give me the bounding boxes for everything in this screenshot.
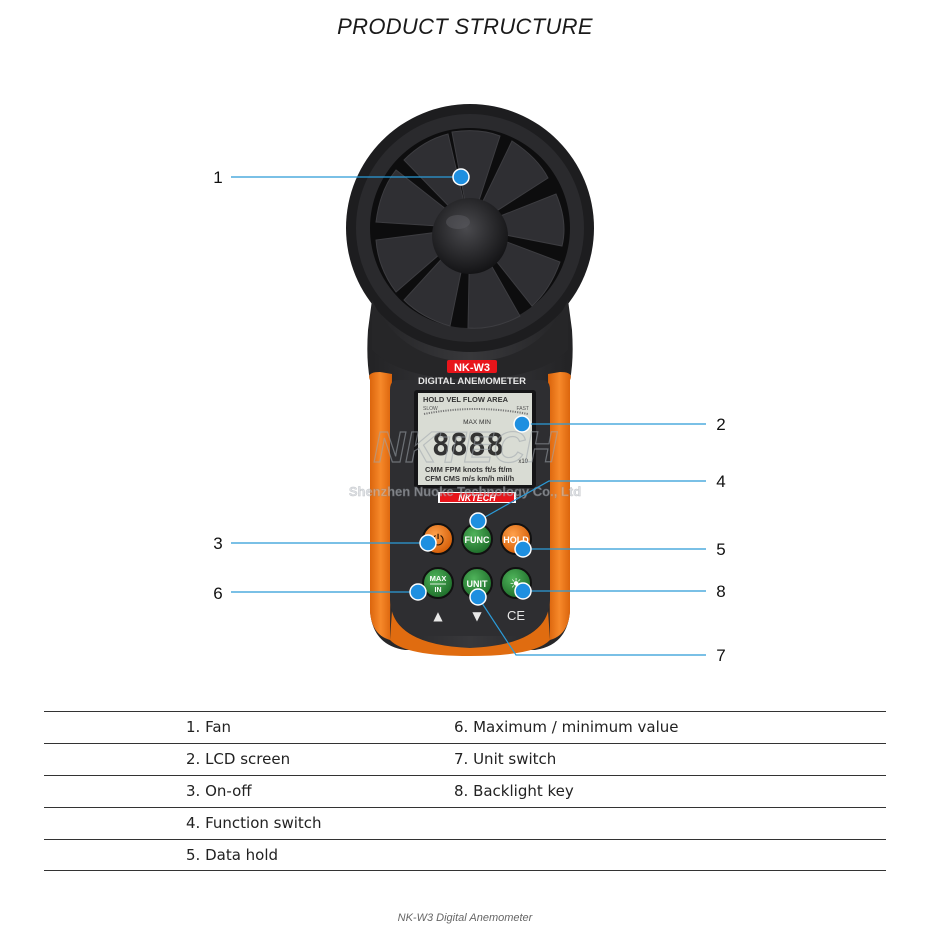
fan-head (346, 104, 594, 352)
up-arrow-icon: ▲ (433, 609, 443, 623)
svg-text:NKTECH: NKTECH (458, 493, 496, 503)
max-min-button[interactable]: MAX IN (422, 567, 454, 599)
svg-text:Shenzhen Nuoke Technology Co.,: Shenzhen Nuoke Technology Co., Ltd (349, 484, 581, 499)
lcd-screen: HOLD VEL FLOW AREA SLOW FAST MAX MIN 888… (414, 390, 536, 488)
svg-text:NK-W3: NK-W3 (454, 362, 490, 374)
legend-item-lcd: 2. LCD screen (186, 750, 291, 768)
legend-table: 1. Fan 6. Maximum / minimum value 2. LCD… (44, 711, 886, 871)
svg-text:MAX MIN: MAX MIN (463, 419, 491, 426)
callout-line-7 (477, 596, 706, 656)
svg-text:CMM FPM knots ft/s ft/m: CMM FPM knots ft/s ft/m (425, 465, 512, 474)
callout-number-4: 4 (716, 472, 726, 491)
callout-dot-8 (514, 582, 532, 600)
callout-line-4 (477, 480, 706, 522)
ce-mark: CE (507, 608, 525, 623)
callout-dot-1 (452, 168, 470, 186)
svg-text:NKTECH: NKTECH (373, 423, 558, 472)
svg-text:FUNC: FUNC (465, 535, 490, 545)
legend-row: 1. Fan 6. Maximum / minimum value (44, 711, 886, 743)
legend-row: 3. On-off 8. Backlight key (44, 775, 886, 807)
footer-caption: NK-W3 Digital Anemometer (397, 912, 533, 924)
down-arrow-icon: ▼ (472, 609, 482, 623)
callout-dot-7 (469, 588, 487, 606)
callout-number-7: 7 (716, 646, 726, 665)
anemometer-illustration: NK-W3 DIGITAL ANEMOMETER HOLD VEL FLOW A… (231, 104, 706, 656)
watermark: NKTECH Shenzhen Nuoke Technology Co., Lt… (349, 422, 582, 499)
callout-dot-4 (469, 512, 487, 530)
legend-row: 2. LCD screen 7. Unit switch (44, 743, 886, 775)
callout-number-2: 2 (716, 415, 726, 434)
svg-text:8888: 8888 (432, 428, 504, 463)
legend-item-unit-switch: 7. Unit switch (454, 750, 557, 768)
brand-badge: NKTECH (438, 492, 516, 503)
svg-text:HOLD VEL FLOW AREA: HOLD VEL FLOW AREA (423, 395, 509, 404)
svg-text:x10: x10 (518, 459, 528, 465)
callout-dot-3 (419, 534, 437, 552)
callout-dots (409, 168, 532, 606)
page-title: PRODUCT STRUCTURE (337, 14, 593, 39)
svg-text:CFM CMS m/s km/h mil/h: CFM CMS m/s km/h mil/h (425, 474, 515, 483)
legend-item-fan: 1. Fan (186, 718, 232, 736)
callout-number-3: 3 (213, 534, 223, 553)
legend-item-backlight: 8. Backlight key (454, 782, 574, 800)
callout-number-5: 5 (716, 540, 726, 559)
callout-dot-2 (513, 415, 531, 433)
svg-text:IN: IN (435, 587, 442, 594)
legend-item-on-off: 3. On-off (186, 782, 252, 800)
svg-text:FAST: FAST (516, 406, 529, 412)
callout-dot-6 (409, 583, 427, 601)
callout-lines (231, 176, 706, 656)
callout-number-6: 6 (213, 584, 223, 603)
model-badge: NK-W3 DIGITAL ANEMOMETER (418, 360, 526, 387)
legend-item-function-switch: 4. Function switch (186, 814, 322, 832)
callout-dot-5 (514, 540, 532, 558)
svg-text:HOLD: HOLD (503, 535, 529, 545)
legend-item-data-hold: 5. Data hold (186, 846, 279, 864)
legend-row: 5. Data hold (44, 839, 886, 871)
callout-number-1: 1 (213, 168, 223, 187)
svg-text:UNIT: UNIT (467, 579, 488, 589)
legend-item-max-min: 6. Maximum / minimum value (454, 718, 679, 736)
callout-number-8: 8 (716, 582, 726, 601)
legend-row: 4. Function switch (44, 807, 886, 839)
svg-text:SLOW: SLOW (423, 406, 438, 412)
svg-text:DIGITAL ANEMOMETER: DIGITAL ANEMOMETER (418, 376, 526, 387)
svg-text:MAX: MAX (430, 574, 447, 583)
